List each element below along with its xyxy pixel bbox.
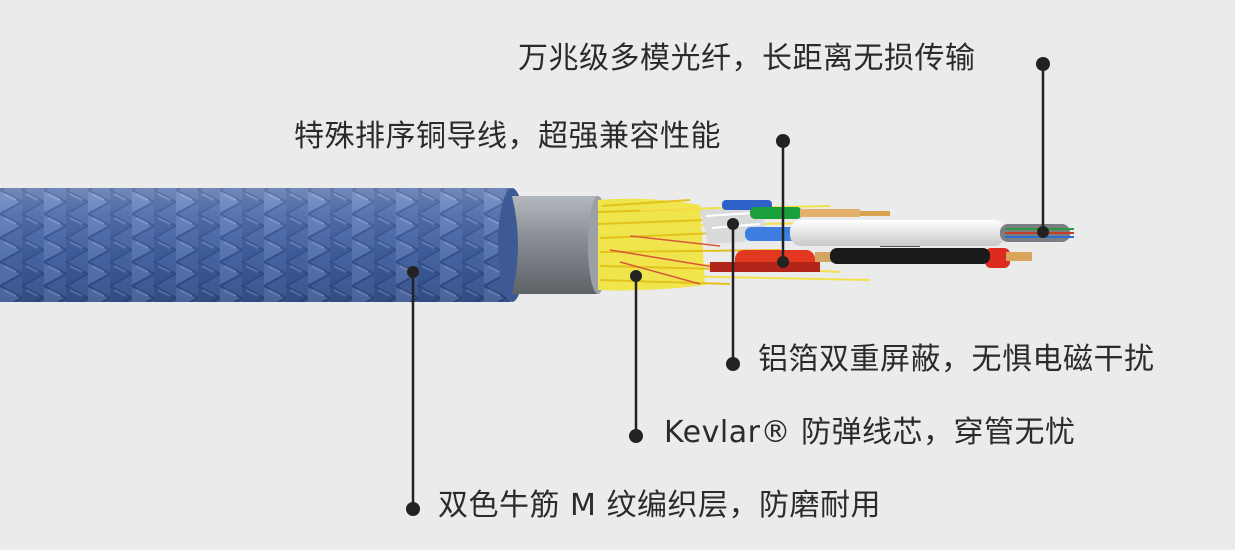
label-kevlar: Kevlar® 防弹线芯，穿管无忧 <box>664 415 1076 450</box>
copper-conductors <box>710 200 1032 272</box>
label-shield: 铝箔双重屏蔽，无惧电磁干扰 <box>758 342 1155 377</box>
optical-fiber <box>790 220 1074 246</box>
label-copper: 特殊排序铜导线，超强兼容性能 <box>294 119 721 154</box>
leader-lines <box>406 57 1050 516</box>
label-fiber: 万兆级多模光纤，长距离无损传输 <box>518 41 976 76</box>
braid-layer <box>0 188 526 302</box>
label-braid: 双色牛筋 M 纹编织层，防磨耐用 <box>438 488 881 523</box>
pvc-jacket <box>512 196 608 294</box>
